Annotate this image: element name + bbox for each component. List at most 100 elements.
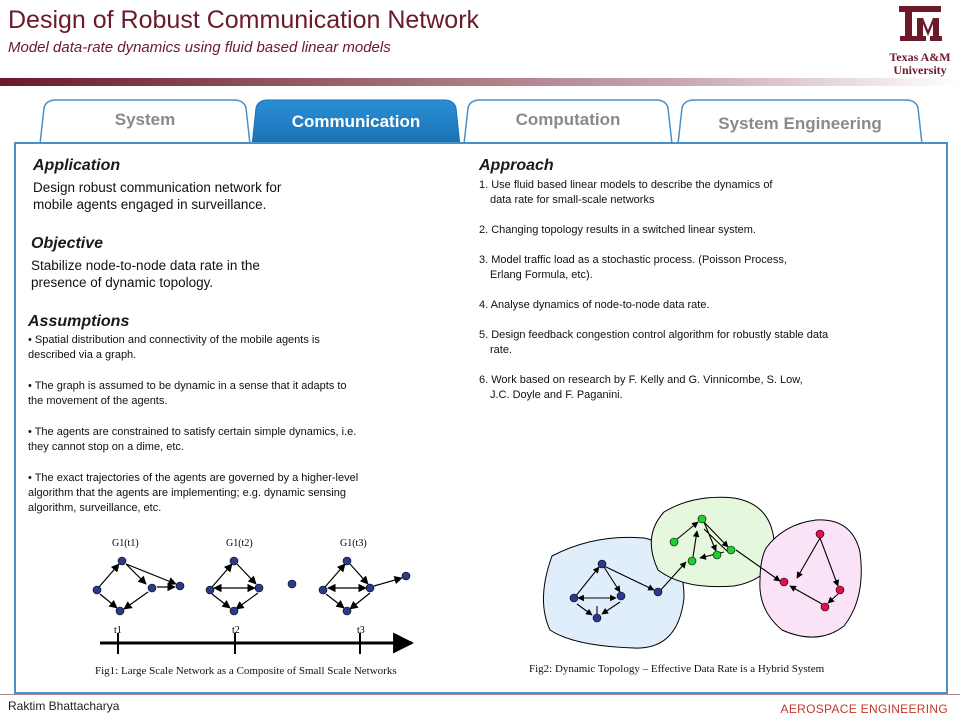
tab-computation[interactable]: Computation — [462, 98, 674, 146]
application-text: Design robust communication network for … — [33, 179, 363, 213]
objective-line: presence of dynamic topology. — [31, 275, 214, 290]
graph-node — [229, 556, 239, 566]
page-title: Design of Robust Communication Network — [8, 6, 480, 34]
network-node — [569, 593, 579, 603]
network-node — [616, 591, 626, 601]
fig2-caption: Fig2: Dynamic Topology – Effective Data … — [529, 663, 825, 675]
tab-label: Communication — [291, 112, 421, 131]
approach-line: J.C. Doyle and F. Paganini. — [490, 389, 623, 401]
graph-node — [115, 606, 125, 616]
network-node — [820, 602, 830, 612]
region-pink — [759, 519, 862, 638]
assumptions-heading: Assumptions — [28, 313, 130, 330]
assumption-line: described via a graph. — [28, 349, 137, 361]
network-node — [669, 537, 679, 547]
assumption-line: algorithm that the agents are implementi… — [28, 487, 346, 499]
time-axis: t1 t2 t3 — [100, 625, 415, 654]
network-node — [597, 559, 607, 569]
tab-system-engineering[interactable]: System Engineering — [676, 98, 924, 146]
graph-node — [254, 583, 264, 593]
fig1-diagram: G1(t1) G1(t2) G1(t3) — [92, 538, 415, 654]
assumption-item: • The graph is assumed to be dynamic in … — [28, 379, 448, 409]
objective-line: Stabilize node-to-node data rate in the — [31, 258, 260, 273]
tab-label: System Engineering — [718, 114, 882, 133]
approach-step: 6. Work based on research by F. Kelly an… — [479, 373, 919, 403]
time-label: t3 — [357, 625, 365, 636]
graph-node — [401, 571, 411, 581]
graph-node — [229, 606, 239, 616]
tab-shape — [463, 99, 673, 145]
network-node — [687, 556, 697, 566]
application-heading: Application — [33, 157, 121, 174]
tab-communication[interactable]: Communication — [250, 98, 462, 146]
assumption-line: • The agents are constrained to satisfy … — [28, 426, 357, 438]
graph-label: G1(t2) — [226, 538, 253, 549]
approach-step: 3. Model traffic load as a stochastic pr… — [479, 253, 919, 283]
approach-line: 2. Changing topology results in a switch… — [479, 224, 756, 236]
graph-node — [342, 606, 352, 616]
assumption-line: • Spatial distribution and connectivity … — [28, 334, 320, 346]
footer-divider — [0, 694, 960, 695]
assumption-item: • Spatial distribution and connectivity … — [28, 333, 448, 363]
assumption-line: algorithm, surveillance, etc. — [28, 502, 162, 514]
approach-step: 2. Changing topology results in a switch… — [479, 223, 919, 238]
network-node — [653, 587, 663, 597]
page-subtitle: Model data-rate dynamics using fluid bas… — [8, 39, 391, 56]
graph-node — [342, 556, 352, 566]
network-node — [815, 529, 825, 539]
graph-node — [365, 583, 375, 593]
graph-t1 — [92, 556, 185, 616]
assumption-line: • The graph is assumed to be dynamic in … — [28, 380, 347, 392]
university-logo: Texas A&M University — [886, 4, 954, 77]
footer-department: AEROSPACE ENGINEERING — [780, 702, 948, 716]
graph-node — [92, 585, 102, 595]
graph-node — [147, 583, 157, 593]
approach-line: data rate for small-scale networks — [490, 194, 655, 206]
tab-shape — [251, 99, 461, 146]
time-label: t2 — [232, 625, 240, 636]
assumption-line: they cannot stop on a dime, etc. — [28, 441, 184, 453]
logo-text-line2: University — [893, 63, 947, 77]
graph-label: G1(t3) — [340, 538, 367, 549]
network-node — [712, 550, 722, 560]
graph-node — [318, 585, 328, 595]
graph-node — [205, 585, 215, 595]
network-node — [779, 577, 789, 587]
assumption-item: • The agents are constrained to satisfy … — [28, 425, 448, 455]
approach-line: rate. — [490, 344, 513, 356]
approach-list: 1. Use fluid based linear models to desc… — [479, 178, 919, 403]
title-divider — [0, 78, 960, 86]
approach-line: 1. Use fluid based linear models to desc… — [479, 179, 773, 191]
logo-text-line1: Texas A&M — [889, 50, 951, 64]
footer-author: Raktim Bhattacharya — [8, 699, 120, 713]
atm-logo-icon — [899, 6, 942, 41]
approach-line: 4. Analyse dynamics of node-to-node data… — [479, 299, 710, 311]
application-line: mobile agents engaged in surveillance. — [33, 197, 267, 212]
tab-label: Computation — [515, 110, 621, 129]
graph-node — [117, 556, 127, 566]
network-node — [835, 585, 845, 595]
approach-step: 5. Design feedback congestion control al… — [479, 328, 919, 358]
graph-label: G1(t1) — [112, 538, 139, 549]
tab-system[interactable]: System — [38, 98, 252, 146]
approach-heading: Approach — [479, 157, 554, 174]
network-node — [697, 514, 707, 524]
graph-node — [175, 581, 185, 591]
approach-line: 6. Work based on research by F. Kelly an… — [479, 374, 803, 386]
objective-text: Stabilize node-to-node data rate in the … — [31, 257, 361, 291]
assumptions-list: • Spatial distribution and connectivity … — [28, 333, 448, 516]
approach-line: 3. Model traffic load as a stochastic pr… — [479, 254, 787, 266]
approach-step: 4. Analyse dynamics of node-to-node data… — [479, 298, 919, 313]
graph-t2 — [205, 556, 297, 616]
tab-shape — [39, 99, 251, 145]
region-blue — [542, 536, 685, 649]
network-node — [726, 545, 736, 555]
tab-shape — [677, 99, 923, 145]
assumption-line: • The exact trajectories of the agents a… — [28, 472, 359, 484]
objective-heading: Objective — [31, 235, 104, 252]
graph-t3 — [318, 556, 411, 616]
graph-node — [287, 579, 297, 589]
fig1-caption: Fig1: Large Scale Network as a Composite… — [95, 665, 397, 677]
approach-step: 1. Use fluid based linear models to desc… — [479, 178, 919, 208]
time-label: t1 — [114, 625, 122, 636]
